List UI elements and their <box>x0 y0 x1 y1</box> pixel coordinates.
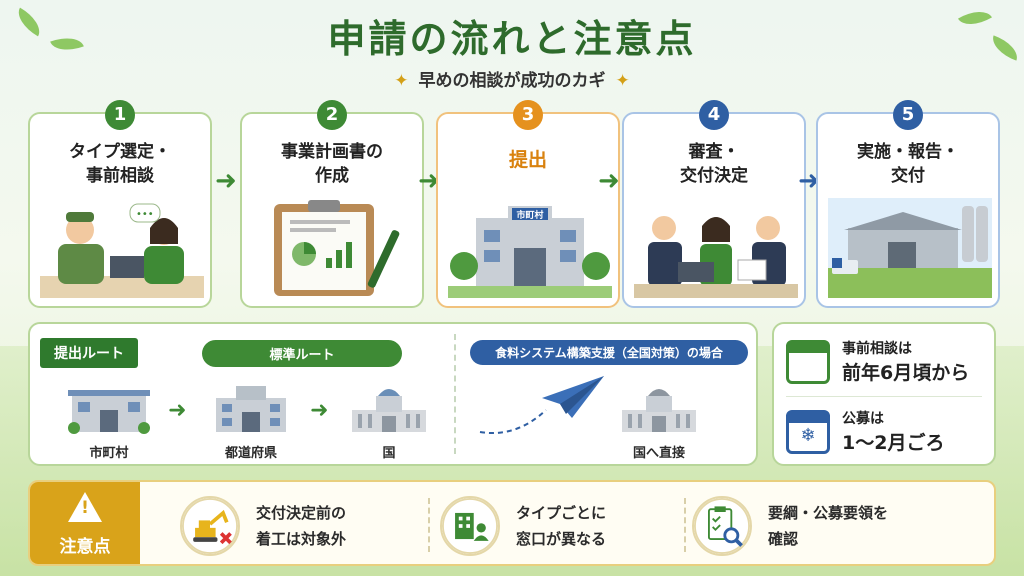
step-label: 提出 <box>508 149 547 171</box>
step-label: 事業計画書の 作成 <box>281 142 383 186</box>
cautions-header: ! 注意点 <box>30 482 140 564</box>
caution-item: 要綱・公募要領を 確認 <box>692 492 952 558</box>
calendar-icon <box>786 340 830 384</box>
warning-icon <box>68 492 102 522</box>
step-arrow-icon: ➜ <box>798 166 820 196</box>
node-national-direct: 国へ直接 <box>632 446 685 461</box>
public-offering-line2: 1〜2月ごろ <box>842 432 945 454</box>
standard-route-label: 標準ルート <box>202 340 402 367</box>
route-tag: 提出ルート <box>40 338 138 368</box>
step-label: タイプ選定・ 事前相談 <box>69 142 171 186</box>
step-card-2: 2 事業計画書の 作成 <box>240 100 424 308</box>
consultation-text: 事前相談は 前年6月頃から <box>842 338 969 385</box>
prefecture-building-icon <box>216 386 286 432</box>
step-number: 5 <box>893 100 923 130</box>
checklist-magnifier-icon <box>692 496 752 556</box>
step-card-5: 5 実施・報告・ 交付 <box>816 100 1000 308</box>
route-arrow-icon: ➜ <box>310 398 329 423</box>
step-label: 実施・報告・ 交付 <box>857 142 959 186</box>
step-number: 1 <box>105 100 135 130</box>
consultation-schedule: 事前相談は 前年6月頃から <box>786 336 986 392</box>
page-subtitle: ✦ 早めの相談が成功のカギ ✦ <box>0 66 1024 91</box>
node-prefecture: 都道府県 <box>224 446 277 461</box>
step-label: 審査・ 交付決定 <box>680 142 748 186</box>
clipboard-plan-illustration <box>274 200 400 296</box>
step-card-1: 1 タイプ選定・ 事前相談 ••• <box>28 100 212 308</box>
municipal-building-icon <box>68 390 150 434</box>
cautions-label: 注意点 <box>59 537 111 557</box>
caution-text: 交付決定前の 着工は対象外 <box>256 504 347 548</box>
sparkle-icon: ✦ <box>394 71 409 91</box>
route-divider <box>454 334 456 454</box>
paper-plane-icon <box>479 376 604 434</box>
cautions-panel: ! 注意点 交付決定前の 着工は対象外 タイプごとに 窓口が異なる <box>28 480 996 566</box>
city-hall-illustration: 市町村 <box>448 206 612 298</box>
public-offering-line1: 公募は <box>842 411 884 427</box>
farm-facility-illustration <box>828 198 992 298</box>
food-system-route-label: 食料システム構築支援（全国対策）の場合 <box>470 340 748 365</box>
public-offering-text: 公募は 1〜2月ごろ <box>842 408 944 455</box>
route-arrow-icon: ➜ <box>168 398 187 423</box>
warning-exclamation: ! <box>81 498 89 518</box>
caution-item: 交付決定前の 着工は対象外 <box>180 492 440 558</box>
sparkle-icon: ✦ <box>615 71 630 91</box>
step-card-4: 4 審査・ 交付決定 <box>622 100 806 308</box>
svg-text:•••: ••• <box>136 209 154 220</box>
node-national: 国 <box>382 446 396 461</box>
step-arrow-icon: ➜ <box>418 166 440 196</box>
node-municipality: 市町村 <box>89 446 129 461</box>
consultation-line2: 前年6月頃から <box>842 362 970 384</box>
step-number: 4 <box>699 100 729 130</box>
step-number: 3 <box>513 100 543 130</box>
page-title: 申請の流れと注意点 <box>327 17 697 61</box>
subtitle-text: 早めの相談が成功のカギ <box>418 71 606 91</box>
city-hall-sign: 市町村 <box>516 209 543 221</box>
consultation-line1: 事前相談は <box>842 341 912 357</box>
step-number: 2 <box>317 100 347 130</box>
step-card-3: 3 提出 市町村 <box>436 100 620 308</box>
national-diet-building-icon <box>352 389 426 432</box>
caution-item: タイプごとに 窓口が異なる <box>440 492 700 558</box>
winter-calendar-icon: ❄ <box>786 410 830 454</box>
caution-separator <box>428 498 430 552</box>
info-divider <box>786 396 982 397</box>
consultation-illustration: ••• <box>40 203 204 298</box>
caution-text: 要綱・公募要領を 確認 <box>768 504 889 548</box>
public-offering-schedule: ❄ 公募は 1〜2月ごろ <box>786 406 986 462</box>
submission-route-panel: 提出ルート 標準ルート 食料システム構築支援（全国対策）の場合 市町村 ➜ 都道… <box>28 322 758 466</box>
office-person-icon <box>440 496 500 556</box>
step-arrow-icon: ➜ <box>598 166 620 196</box>
step-arrow-icon: ➜ <box>215 166 237 196</box>
review-officials-illustration <box>634 216 798 298</box>
schedule-info-panel: 事前相談は 前年6月頃から ❄ 公募は 1〜2月ごろ <box>772 322 996 466</box>
excavator-prohibited-icon <box>180 496 240 556</box>
caution-separator <box>684 498 686 552</box>
national-diet-building-icon <box>622 389 696 432</box>
caution-text: タイプごとに 窓口が異なる <box>516 504 607 548</box>
